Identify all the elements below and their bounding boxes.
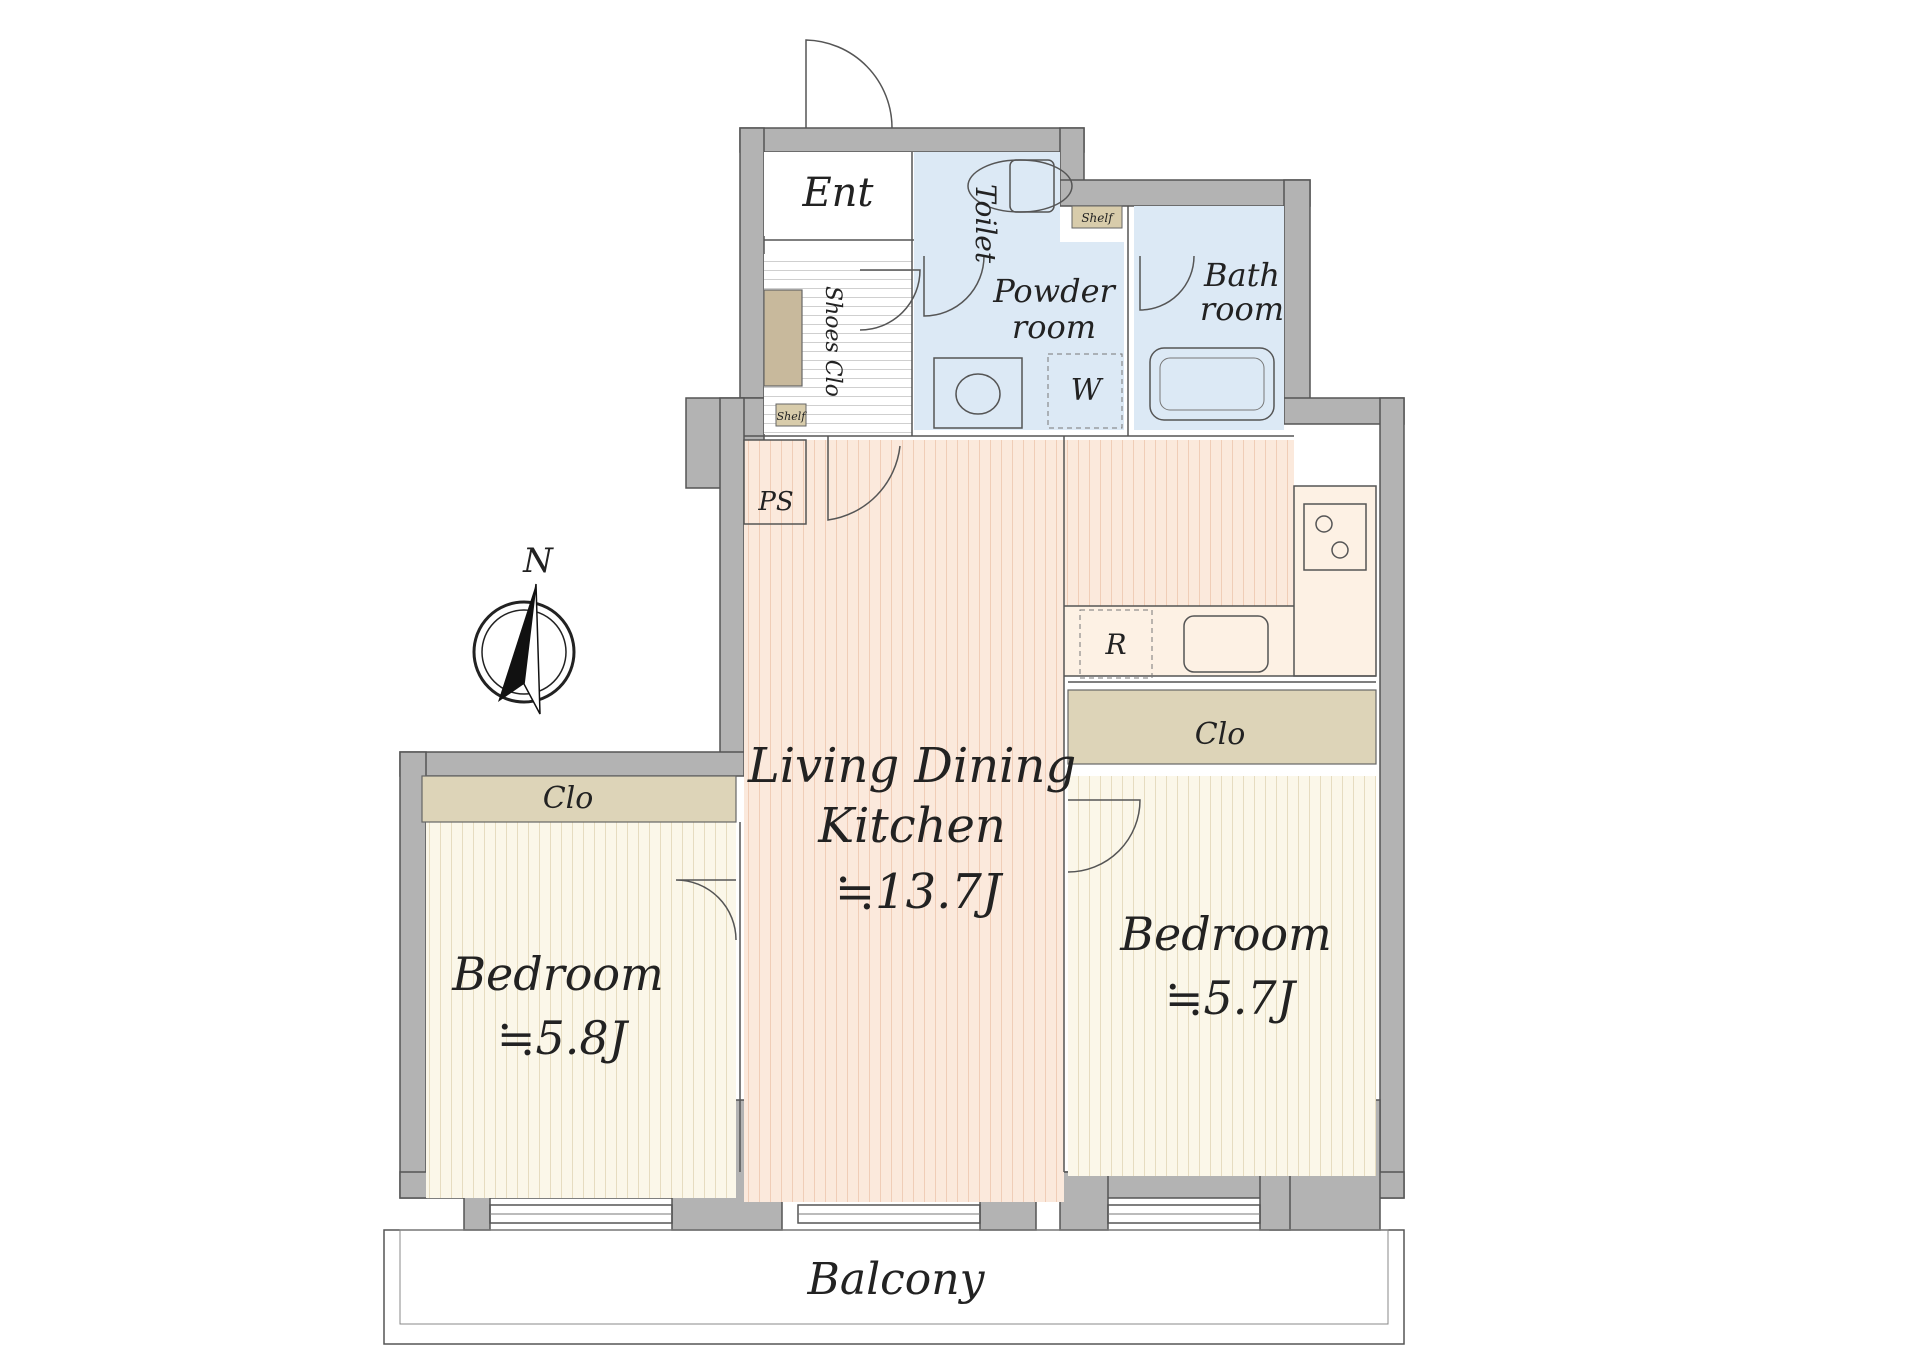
label-closet-right: Clo: [1195, 717, 1246, 752]
label-ldk-1: Living Dining: [747, 738, 1076, 794]
burner-2: [1331, 541, 1349, 559]
label-toilet: Toilet: [969, 184, 1002, 264]
bath-door: [1139, 255, 1195, 311]
toilet-floor: [914, 152, 1060, 242]
label-shelf-top: Shelf: [1081, 211, 1115, 225]
label-washer: W: [1071, 373, 1104, 408]
entrance-door: [805, 39, 893, 129]
kitchen-floor: [1064, 440, 1294, 606]
partitions: [739, 152, 1377, 1172]
fridge-space: [1079, 609, 1153, 679]
stove: [1303, 503, 1367, 571]
labels: N Ent Toilet Shelf Shelf Powder room W B…: [451, 170, 1331, 1305]
label-powder-1: Powder: [992, 272, 1116, 310]
bedroom-right-door: [1067, 799, 1141, 873]
label-balcony: Balcony: [807, 1254, 986, 1305]
bedroom-left-door: [675, 879, 737, 941]
label-entrance: Ent: [801, 170, 874, 216]
label-ldk-2: Kitchen: [817, 798, 1006, 854]
windows: [489, 1204, 1261, 1224]
label-bath-1: Bath: [1203, 256, 1280, 294]
toilet-bowl: [967, 159, 1073, 213]
shelf-top: [1071, 205, 1123, 229]
basin-bowl: [955, 373, 1001, 415]
label-refrigerator: R: [1104, 628, 1126, 661]
floors: [421, 152, 1377, 1202]
burner-1: [1315, 515, 1333, 533]
fixtures: [933, 159, 1367, 679]
bathroom-floor: [1134, 206, 1284, 430]
closet-right: [1067, 689, 1377, 765]
label-closet-left: Clo: [543, 781, 594, 816]
ldk-door: [827, 436, 901, 521]
bedroom-left-floor: [426, 822, 736, 1198]
label-bedroom-right-area: ≒5.7J: [1165, 971, 1298, 1025]
bedroom-right-floor: [1068, 776, 1376, 1176]
kitchen-sink: [1183, 615, 1269, 673]
stove-counter: [1294, 486, 1376, 676]
shelf-bottom: [775, 403, 807, 427]
washer-space: [1047, 353, 1123, 429]
shoes-closet: [763, 289, 803, 387]
walls: [399, 127, 1405, 1231]
north-compass-icon: [472, 583, 576, 715]
hall-door: [859, 269, 921, 331]
label-bath-2: room: [1200, 290, 1284, 328]
bathtub: [1149, 347, 1275, 421]
closet-left: [421, 775, 737, 823]
balcony: [383, 1229, 1405, 1345]
label-powder-2: room: [1012, 308, 1096, 346]
doors: [675, 39, 1195, 941]
wash-basin: [933, 357, 1023, 429]
label-pipe-space: PS: [757, 487, 793, 517]
label-shoes-closet: Shoes Clo: [820, 286, 845, 397]
bathtub-inner: [1159, 357, 1265, 411]
label-bedroom-left-area: ≒5.8J: [497, 1011, 630, 1065]
label-shelf-bottom: Shelf: [777, 410, 808, 423]
label-ldk-area: ≒13.7J: [835, 864, 1004, 920]
powder-room-floor: [914, 242, 1124, 430]
ldk-floor: [744, 440, 1064, 1202]
label-bedroom-right: Bedroom: [1119, 907, 1331, 961]
north-label: N: [522, 541, 554, 581]
powder-door: [923, 255, 985, 317]
entrance-floor: [764, 152, 914, 236]
label-bedroom-left: Bedroom: [451, 947, 663, 1001]
